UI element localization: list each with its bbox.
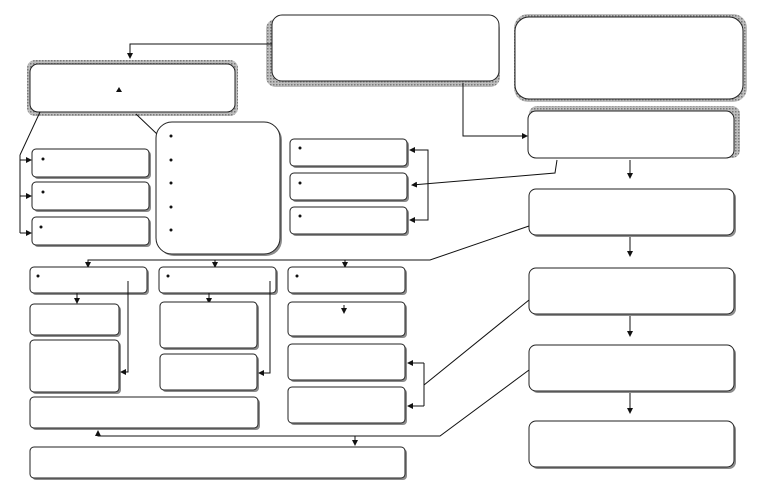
- arrow-a-side: [120, 281, 129, 375]
- wide-box-1: [29, 396, 260, 430]
- bullet-icon: [295, 274, 299, 278]
- column-b-box-2: [159, 353, 259, 392]
- bullet-icon: [169, 134, 173, 138]
- right-chain-box-1: [527, 106, 740, 159]
- column-c-box-3: [287, 386, 407, 425]
- connector-right-branch: [135, 113, 159, 136]
- bullet-icon: [41, 157, 45, 161]
- left-small-box-1: [31, 148, 151, 179]
- connector-right4-to-wide-1: [95, 369, 530, 437]
- right-chain-box-3: [528, 267, 736, 316]
- connector-right3-to-c: [423, 299, 530, 386]
- top-center-box: [266, 14, 500, 87]
- connector-top-to-left: [127, 43, 272, 59]
- bullet-icon: [298, 181, 302, 185]
- column-a-header-box: [29, 266, 149, 295]
- bullet-icon: [169, 158, 173, 162]
- column-a-box-2: [29, 339, 121, 394]
- middle-small-box-3: [289, 206, 409, 236]
- bullet-icon: [169, 181, 173, 185]
- bullet-icon: [41, 190, 45, 194]
- bullet-icon: [166, 274, 170, 278]
- wide-box-2: [29, 446, 407, 480]
- small-triangle-icon: [116, 87, 122, 92]
- left-top-box: [27, 60, 238, 116]
- connector-to-column-a: [85, 225, 530, 268]
- column-b-header-box: [158, 266, 278, 295]
- column-c-box-2: [287, 343, 407, 382]
- connector-top-to-right-chain: [462, 83, 528, 139]
- right-chain-box-5: [528, 420, 736, 469]
- bullet-icon: [36, 274, 40, 278]
- bullet-icon: [298, 146, 302, 150]
- connector-right-to-middle: [411, 159, 558, 188]
- left-small-box-2: [31, 181, 151, 212]
- connector-left-branch: [19, 111, 41, 156]
- center-bullet-box: [155, 121, 282, 256]
- bullet-icon: [169, 205, 173, 209]
- bullet-icon: [39, 225, 43, 229]
- right-chain-box-2: [528, 188, 736, 237]
- top-right-box: [514, 14, 747, 102]
- column-a-box-1: [29, 303, 121, 337]
- column-c-box-1: [287, 301, 407, 338]
- column-b-box-1: [159, 301, 259, 350]
- left-small-box-3: [31, 216, 151, 247]
- middle-small-box-1: [289, 138, 409, 168]
- arrow-b-side: [258, 281, 271, 376]
- bullet-icon: [169, 228, 173, 232]
- middle-small-box-2: [289, 172, 409, 202]
- bullet-icon: [298, 214, 302, 218]
- right-chain-box-4: [528, 344, 736, 393]
- column-c-header-box: [287, 266, 407, 295]
